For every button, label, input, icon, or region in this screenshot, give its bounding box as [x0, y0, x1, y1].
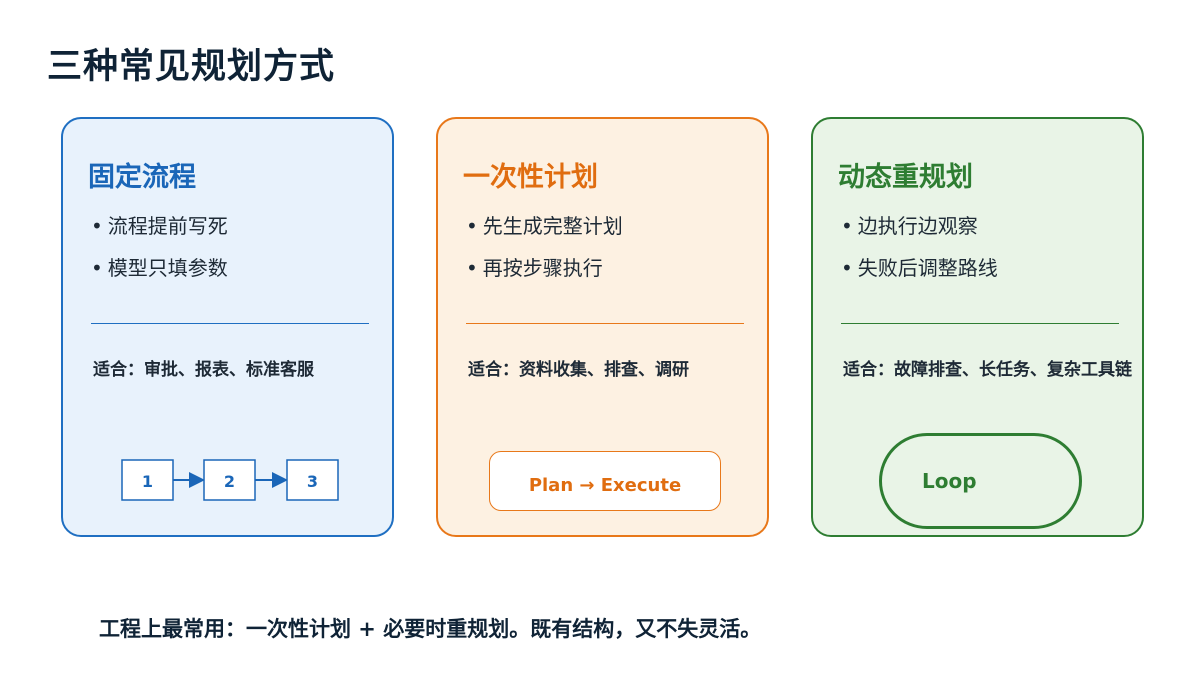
divider: [91, 323, 369, 324]
card-title: 一次性计划: [463, 162, 598, 193]
fit-text: 适合：审批、报表、标准客服: [93, 360, 314, 380]
bullet-item: 模型只填参数: [91, 253, 228, 295]
step-label: 3: [307, 472, 318, 491]
bullet-item: 先生成完整计划: [466, 211, 623, 253]
step-box-2: 2: [203, 459, 256, 501]
card-title: 固定流程: [88, 162, 196, 193]
page-title: 三种常见规划方式: [47, 47, 336, 87]
loop-label: Loop: [922, 469, 977, 493]
step-label: 2: [224, 472, 235, 491]
card-dynamic-replan: 动态重规划 边执行边观察 失败后调整路线 适合：故障排查、长任务、复杂工具链 L…: [811, 117, 1144, 537]
divider: [841, 323, 1119, 324]
bullet-item: 流程提前写死: [91, 211, 228, 253]
bullet-item: 再按步骤执行: [466, 253, 623, 295]
card-one-shot-plan: 一次性计划 先生成完整计划 再按步骤执行 适合：资料收集、排查、调研 Plan …: [436, 117, 769, 537]
footer-summary: 工程上最常用：一次性计划 + 必要时重规划。既有结构，又不失灵活。: [99, 617, 762, 641]
step-flow-diagram: 1 2 3: [121, 459, 339, 501]
card-title: 动态重规划: [838, 162, 973, 193]
fit-text: 适合：故障排查、长任务、复杂工具链: [843, 360, 1132, 380]
step-box-1: 1: [121, 459, 174, 501]
fit-text: 适合：资料收集、排查、调研: [468, 360, 689, 380]
bullet-list: 流程提前写死 模型只填参数: [91, 211, 228, 295]
step-box-3: 3: [286, 459, 339, 501]
bullet-item: 边执行边观察: [841, 211, 998, 253]
step-label: 1: [142, 472, 153, 491]
bullet-list: 边执行边观察 失败后调整路线: [841, 211, 998, 295]
bullet-list: 先生成完整计划 再按步骤执行: [466, 211, 623, 295]
card-fixed-flow: 固定流程 流程提前写死 模型只填参数 适合：审批、报表、标准客服 1 2 3: [61, 117, 394, 537]
loop-pill: Loop: [879, 433, 1082, 529]
plan-execute-box: Plan → Execute: [489, 451, 721, 511]
divider: [466, 323, 744, 324]
bullet-item: 失败后调整路线: [841, 253, 998, 295]
